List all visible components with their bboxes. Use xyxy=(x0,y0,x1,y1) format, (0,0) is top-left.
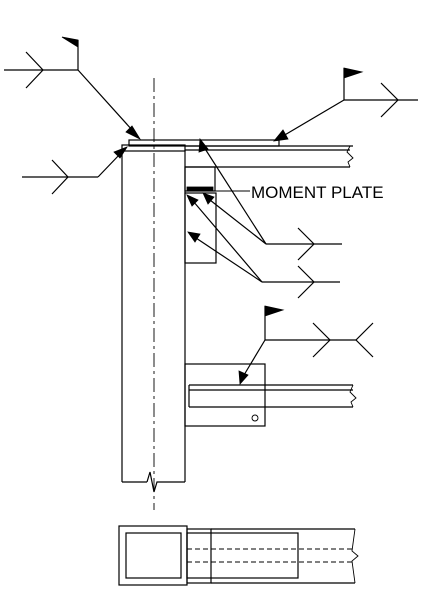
weld-symbol-top-right xyxy=(273,67,418,142)
shear-tab-upper xyxy=(184,192,217,264)
fillet-weld-triangle-icon xyxy=(312,322,331,358)
arrowhead-icon xyxy=(187,231,201,243)
weld-symbol-top-left xyxy=(4,36,142,140)
field-weld-flag-icon xyxy=(343,67,364,79)
weld-tail-icon xyxy=(355,322,374,358)
field-weld-flag-icon xyxy=(264,305,285,317)
arrowhead-icon xyxy=(273,129,289,142)
weld-symbol-left xyxy=(22,146,128,195)
plan-view xyxy=(118,525,359,586)
fillet-weld-triangle-icon xyxy=(297,227,315,261)
shear-tab-lower xyxy=(184,363,266,427)
moment-plate xyxy=(184,166,245,192)
lower-beam-break-mark xyxy=(349,384,357,408)
lower-beam-connection xyxy=(184,363,357,427)
fillet-weld-triangle-icon xyxy=(380,82,399,118)
fillet-weld-triangle-icon xyxy=(51,159,69,195)
field-weld-flag-icon xyxy=(61,36,79,48)
upper-beam-break-mark xyxy=(346,145,354,168)
fillet-weld-triangle-icon xyxy=(297,265,315,299)
arrowhead-icon xyxy=(238,370,249,385)
arrowhead-icon xyxy=(186,194,199,207)
bolt-hole xyxy=(251,414,259,422)
column-break-mark xyxy=(146,471,160,493)
weld-symbol-middle-right xyxy=(186,137,342,299)
arrowhead-icon xyxy=(202,192,215,205)
arrowhead-icon xyxy=(125,125,142,140)
arrowhead-icon xyxy=(113,146,128,159)
column xyxy=(121,150,186,493)
arrowhead-icon xyxy=(198,137,209,153)
fillet-weld-triangle-icon xyxy=(25,51,44,89)
weld-symbol-lower-right xyxy=(238,305,374,385)
moment-plate-label: MOMENT PLATE xyxy=(251,183,384,202)
plan-break-mark xyxy=(351,528,359,584)
